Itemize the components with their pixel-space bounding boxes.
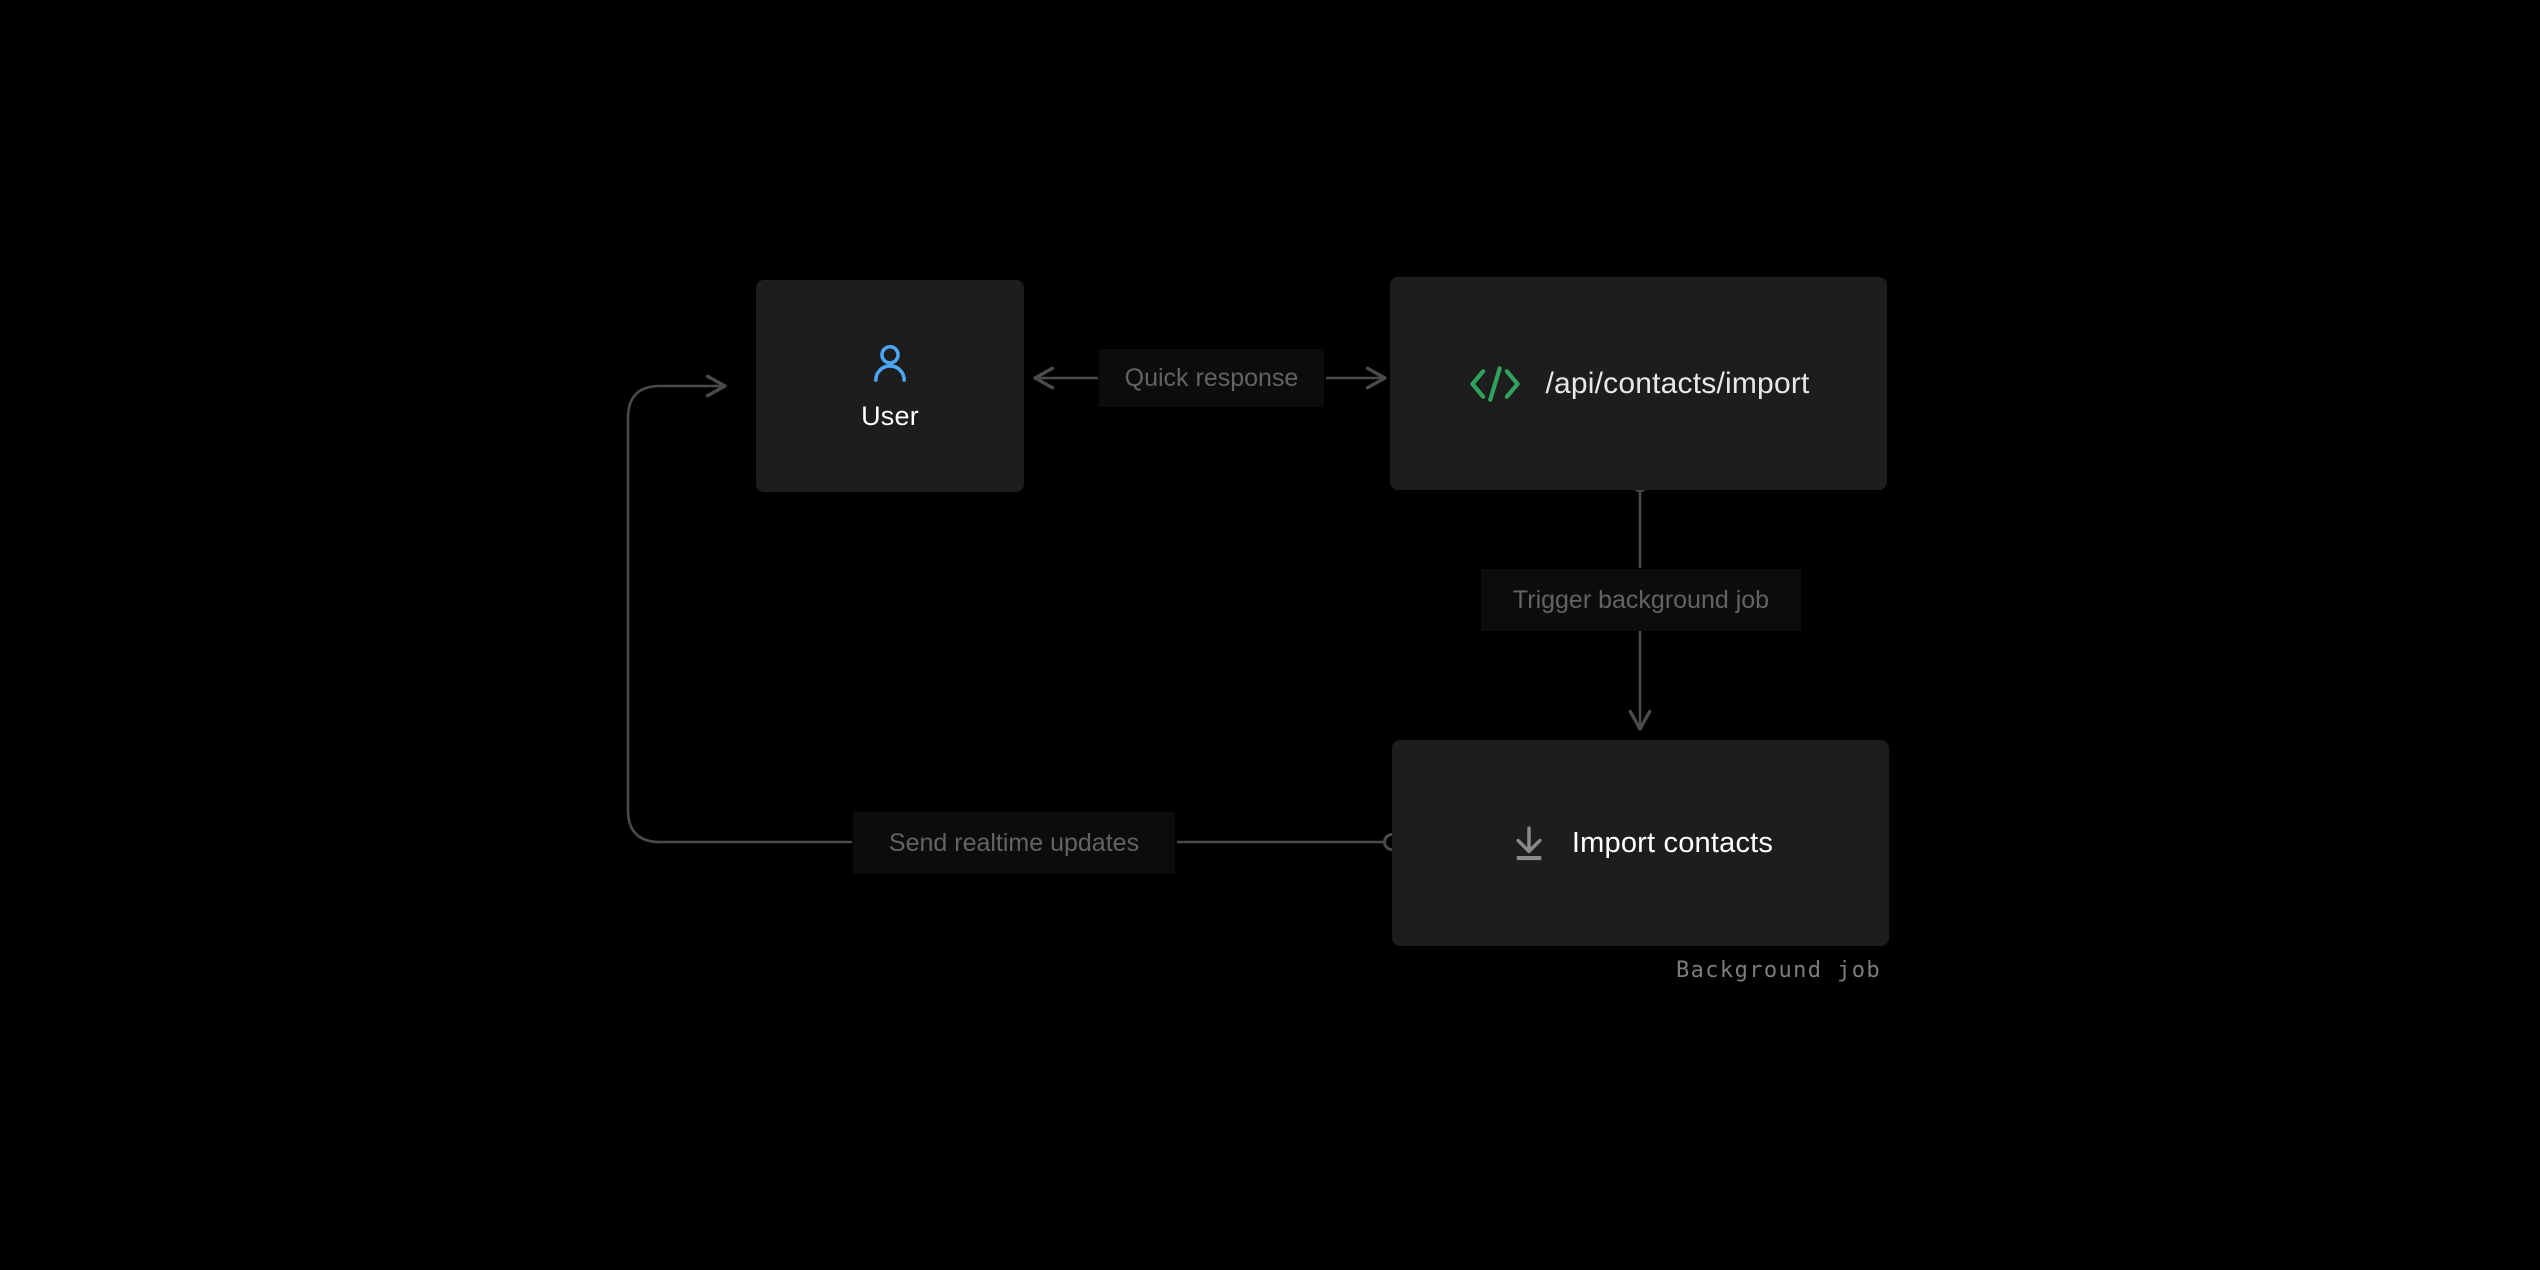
download-icon [1508, 822, 1550, 864]
edge-label-quick-response: Quick response [1099, 349, 1324, 407]
node-api-endpoint[interactable]: /api/contacts/import [1390, 277, 1887, 490]
user-icon [867, 341, 913, 387]
edge-label-trigger-background-job: Trigger background job [1481, 569, 1801, 631]
edge-label-send-realtime-updates: Send realtime updates [853, 812, 1175, 874]
node-user[interactable]: User [756, 280, 1024, 492]
node-api-endpoint-label: /api/contacts/import [1545, 366, 1810, 400]
code-icon [1467, 364, 1523, 404]
background-job-annotation: Background job [1676, 958, 1882, 983]
node-user-label: User [861, 400, 919, 431]
node-import-contacts-label: Import contacts [1571, 826, 1774, 859]
node-import-contacts[interactable]: Import contacts [1392, 740, 1889, 946]
